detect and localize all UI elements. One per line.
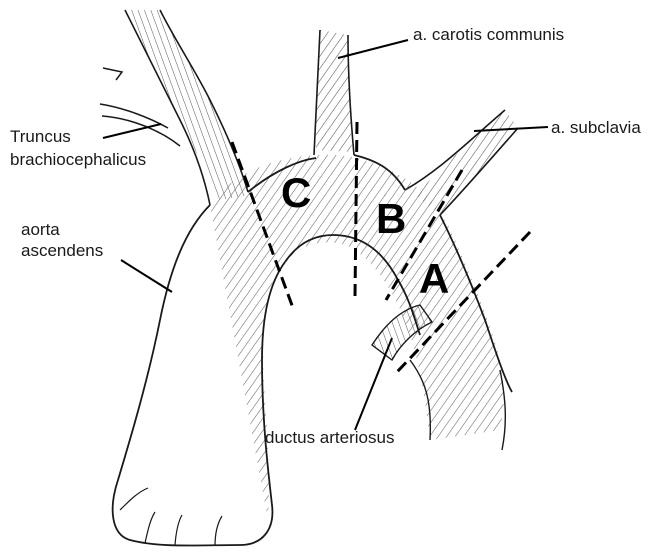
label-truncus-line1: Truncus (10, 127, 71, 147)
segment-letter-b: B (376, 198, 406, 240)
leader-aorta (121, 260, 172, 292)
label-aorta-line1: aorta (21, 220, 60, 240)
segment-letter-c: C (281, 172, 311, 214)
label-subclavia: a. subclavia (551, 118, 641, 138)
label-truncus-line2: brachiocephalicus (10, 150, 146, 170)
leader-truncus (103, 124, 161, 138)
leader-ductus (355, 338, 392, 430)
subclavia-vessel (415, 110, 518, 215)
truncus-brachiocephalicus-vessel (125, 10, 250, 200)
label-aorta-line2: ascendens (21, 241, 103, 261)
label-carotis-communis: a. carotis communis (413, 25, 564, 45)
carotis-communis-vessel (316, 30, 352, 152)
label-ductus-arteriosus: ductus arteriosus (265, 428, 394, 448)
segment-letter-a: A (419, 258, 449, 300)
aortic-arch-body (210, 155, 504, 520)
